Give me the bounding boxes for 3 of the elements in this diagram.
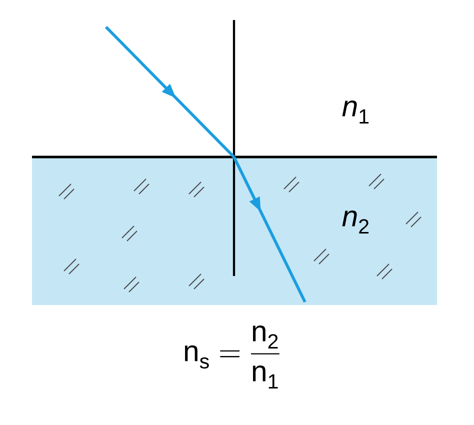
formula: $n_s = \frac{n_2}{n_1}$ xyxy=(184,326,280,388)
refractive-index-label: n$_{2}$ xyxy=(342,210,369,234)
refractive-index-label: n$_{1}$ xyxy=(342,100,369,124)
